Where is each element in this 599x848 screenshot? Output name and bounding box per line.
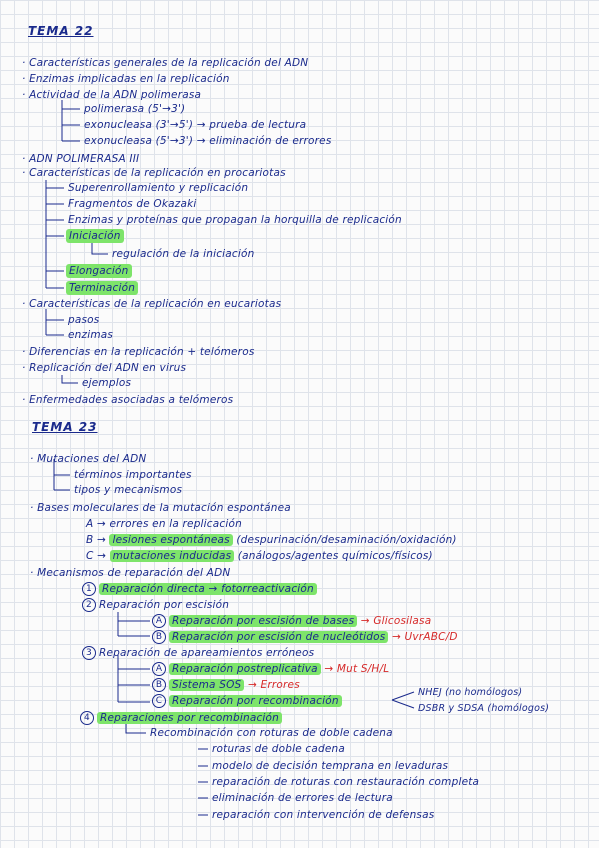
key-label: B [86, 534, 94, 546]
list-item: · Características de la replicación en p… [22, 167, 286, 179]
item-text: errores en la replicación [109, 518, 242, 530]
list-item: Enzimas y proteínas que propagan la horq… [68, 214, 402, 226]
list-item: · Enzimas implicadas en la replicación [22, 73, 230, 85]
list-item: A → errores en la replicación [86, 518, 242, 530]
list-item: regulación de la iniciación [112, 248, 255, 260]
number-badge: 3 [82, 646, 96, 660]
key-label: A [86, 518, 94, 530]
list-item: tipos y mecanismos [74, 484, 183, 496]
letter-badge: B [152, 630, 166, 644]
highlight-text: Reparación por escisión de bases [169, 615, 358, 627]
list-item: modelo de decisión temprana en levaduras [212, 760, 449, 772]
list-item: eliminación de errores de lectura [212, 792, 393, 804]
tema23-title: TEMA 23 [32, 420, 98, 434]
number-badge: 4 [80, 711, 94, 725]
list-item: reparación de roturas con restauración c… [212, 776, 480, 788]
highlight-text: Reparación directa → fotorreactivación [99, 583, 317, 595]
list-item: pasos [68, 314, 100, 326]
item-text: (análogos/agentes químicos/físicos) [237, 550, 433, 562]
number-badge: 2 [82, 598, 96, 612]
list-item: · Mecanismos de reparación del ADN [30, 567, 231, 579]
list-item: B → lesiones espontáneas (despurinación/… [86, 534, 457, 546]
red-note: → UvrABC/D [391, 631, 458, 643]
list-item: exonucleasa (5'→3') → eliminación de err… [84, 135, 332, 147]
highlight-item: Iniciación [66, 229, 124, 243]
list-item: · Características de la replicación en e… [22, 298, 282, 310]
list-item: Fragmentos de Okazaki [68, 198, 197, 210]
letter-badge: A [152, 614, 166, 628]
list-item: polimerasa (5'→3') [84, 103, 186, 115]
letter-badge: B [152, 678, 166, 692]
list-item: enzimas [68, 329, 114, 341]
highlight-text: Reparación por recombinación [169, 695, 342, 707]
list-item: Recombinación con roturas de doble caden… [150, 727, 393, 739]
list-item: Superenrollamiento y replicación [68, 182, 249, 194]
red-note: → Glicosilasa [360, 615, 432, 627]
highlight-item: Terminación [66, 281, 139, 295]
list-item: · Bases moleculares de la mutación espon… [30, 502, 291, 514]
red-note: → Errores [247, 679, 300, 691]
list-item: · Replicación del ADN en virus [22, 362, 187, 374]
number-badge: 1 [82, 582, 96, 596]
letter-badge: C [152, 694, 166, 708]
highlight-item: Elongación [66, 264, 132, 278]
list-item: · Mutaciones del ADN [30, 453, 147, 465]
tema22-title: TEMA 22 [28, 24, 94, 38]
highlight-text: Sistema SOS [169, 679, 245, 691]
list-item: términos importantes [74, 469, 192, 481]
highlight-text: Reparación por escisión de nucleótidos [169, 631, 389, 643]
key-label: C [86, 550, 94, 562]
list-item: · Actividad de la ADN polimerasa [22, 89, 202, 101]
list-item: C → mutaciones inducidas (análogos/agent… [86, 550, 433, 562]
highlight-text: Reparación postreplicativa [169, 663, 321, 675]
list-item: · ADN POLIMERASA III [22, 153, 140, 165]
list-item: · Características generales de la replic… [22, 57, 309, 69]
letter-badge: A [152, 662, 166, 676]
list-item: · Diferencias en la replicación + telóme… [22, 346, 255, 358]
highlight-text: Reparaciones por recombinación [97, 712, 283, 724]
list-item: ejemplos [82, 377, 132, 389]
branch-note: DSBR y SDSA (homólogos) [418, 703, 550, 714]
highlight-text: mutaciones inducidas [109, 550, 235, 562]
highlight-text: lesiones espontáneas [109, 534, 233, 546]
red-note: → Mut S/H/L [324, 663, 390, 675]
list-item: exonucleasa (3'→5') → prueba de lectura [84, 119, 307, 131]
item-text: Reparación de apareamientos erróneos [99, 647, 315, 659]
branch-note: NHEJ (no homólogos) [418, 687, 523, 698]
list-item: roturas de doble cadena [212, 743, 346, 755]
list-item: · Enfermedades asociadas a telómeros [22, 394, 234, 406]
item-text: (despurinación/desaminación/oxidación) [236, 534, 457, 546]
list-item: reparación con intervención de defensas [212, 809, 435, 821]
item-text: Reparación por escisión [99, 599, 230, 611]
